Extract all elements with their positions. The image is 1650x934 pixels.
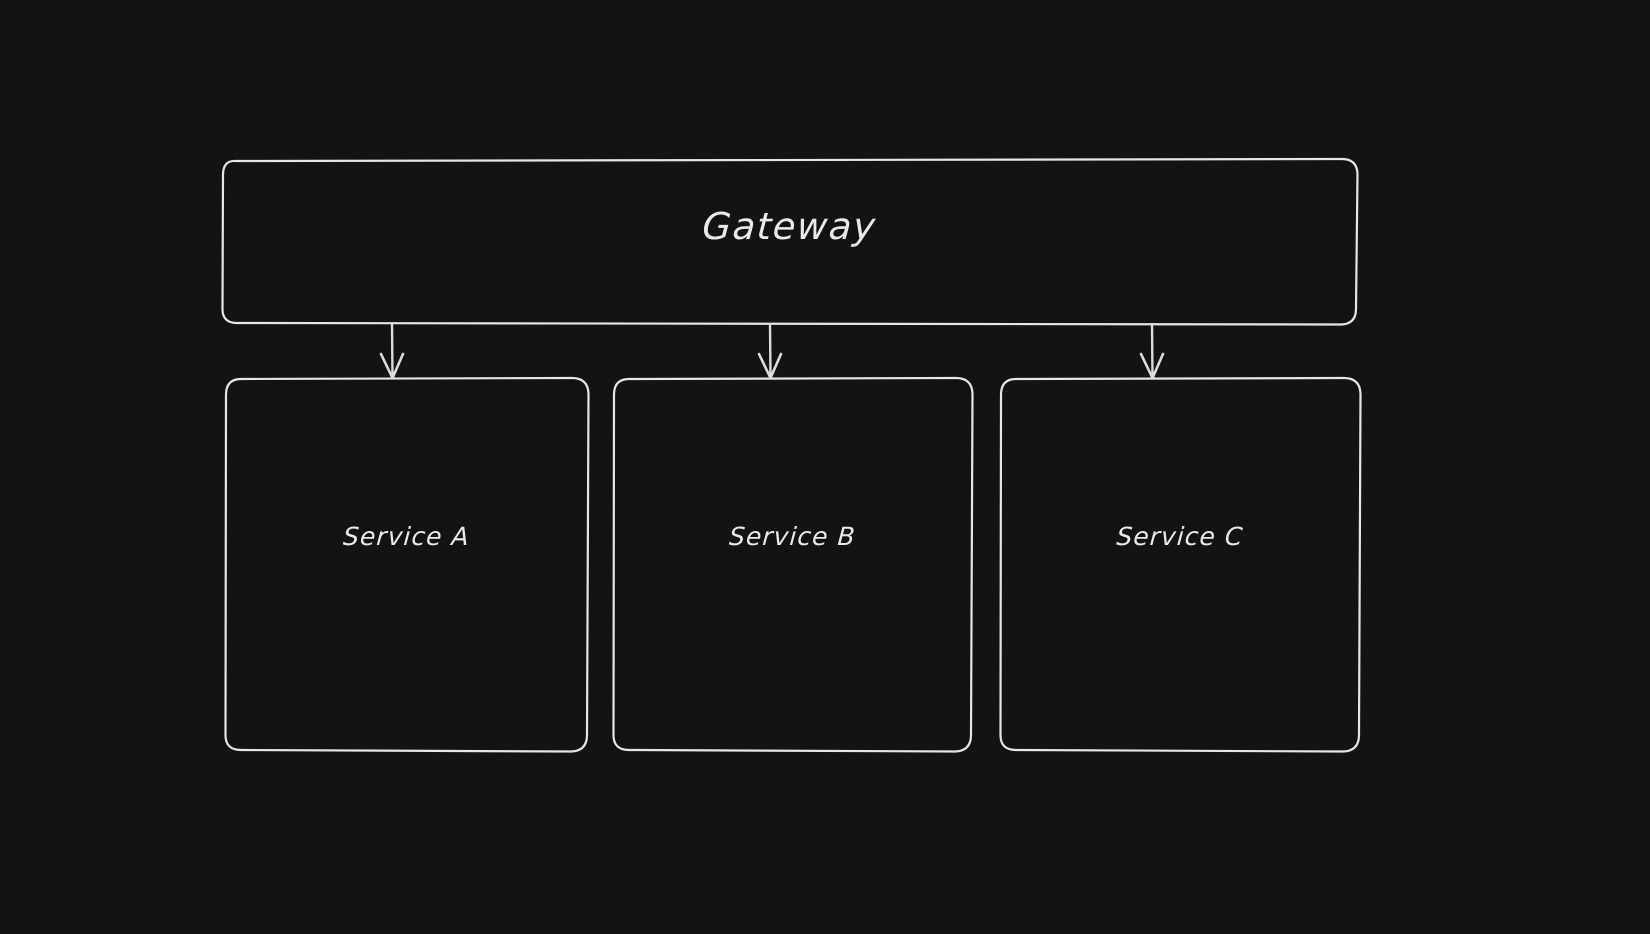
node-label-service-b: Service B bbox=[728, 522, 857, 551]
node-shape-gateway[interactable] bbox=[221, 157, 1359, 326]
edge-gateway-to-service-a bbox=[379, 322, 405, 380]
node-shape-service-a[interactable] bbox=[224, 376, 590, 753]
node-label-service-c: Service C bbox=[1115, 522, 1245, 551]
node-label-service-a: Service A bbox=[342, 522, 471, 551]
edge-gateway-to-service-c bbox=[1139, 322, 1165, 380]
node-shape-service-c[interactable] bbox=[999, 376, 1362, 753]
node-shape-service-b[interactable] bbox=[612, 376, 974, 753]
node-label-gateway: Gateway bbox=[701, 205, 878, 248]
edge-gateway-to-service-b bbox=[757, 322, 783, 380]
